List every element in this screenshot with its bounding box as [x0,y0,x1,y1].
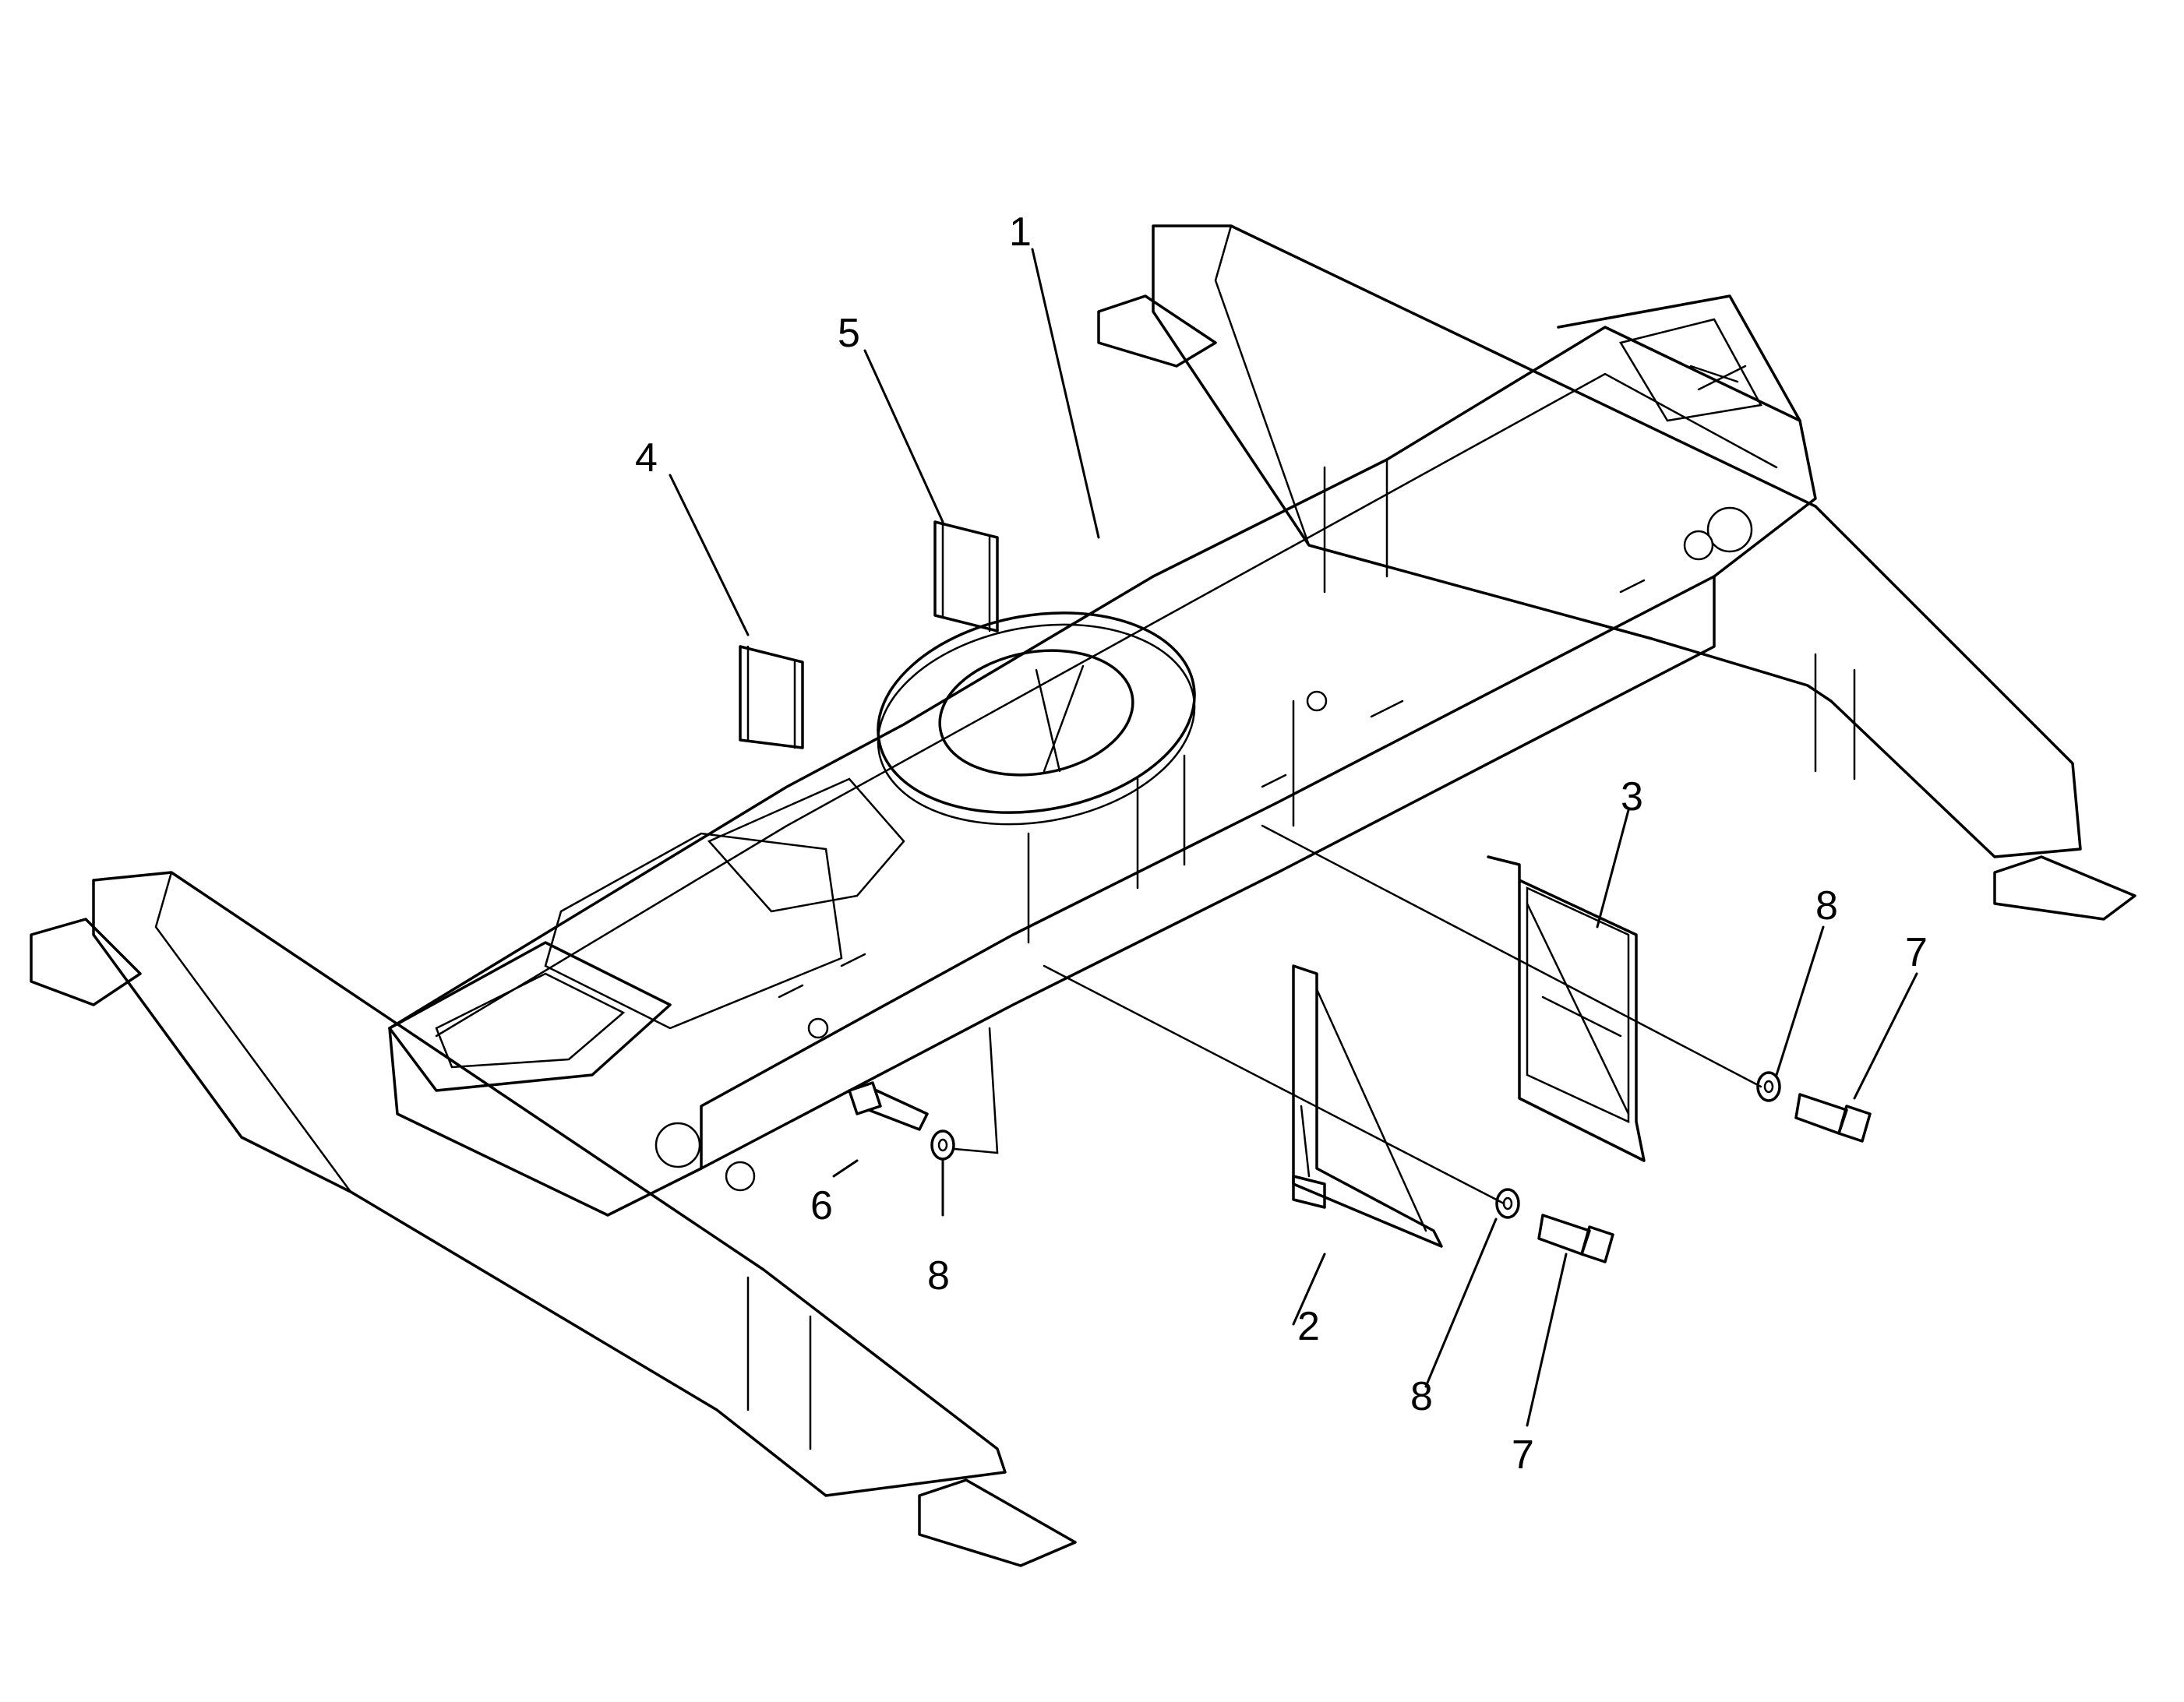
pivot-bosses [654,506,1753,1192]
callout-8-right: 8 [1815,883,1838,929]
washer-8-lower [1495,1188,1520,1219]
callout-2: 2 [1297,1304,1320,1349]
callout-8-lower: 8 [1410,1374,1433,1419]
callout-5: 5 [838,311,860,356]
callout-8-upper: 8 [927,1253,950,1299]
callout-6: 6 [810,1183,833,1228]
bracket-4 [739,645,804,749]
callout-7-right: 7 [1905,930,1928,975]
callout-7-lower: 7 [1512,1432,1534,1478]
track-frame-left [30,871,1077,1567]
bolt-7-right [1794,1093,1872,1143]
bolt-6 [848,1081,929,1131]
bolt-7-lower [1537,1214,1614,1263]
assembly-lines [953,824,1762,1205]
bracket-2 [1292,964,1443,1248]
washer-8-upper [930,1129,955,1161]
leader-lines [669,248,1918,1427]
track-frame-right [1097,224,2136,921]
bracket-5 [933,520,999,633]
washer-8-right [1756,1071,1781,1102]
callout-3: 3 [1621,774,1643,819]
track-frame-main [388,294,1817,1217]
callout-labels: 1 2 3 4 5 6 8 8 7 8 7 [635,210,1928,1478]
callout-1: 1 [1009,210,1032,255]
swing-circle-ring [877,611,1196,826]
bracket-3 [1487,855,1646,1162]
callout-4: 4 [635,435,658,481]
